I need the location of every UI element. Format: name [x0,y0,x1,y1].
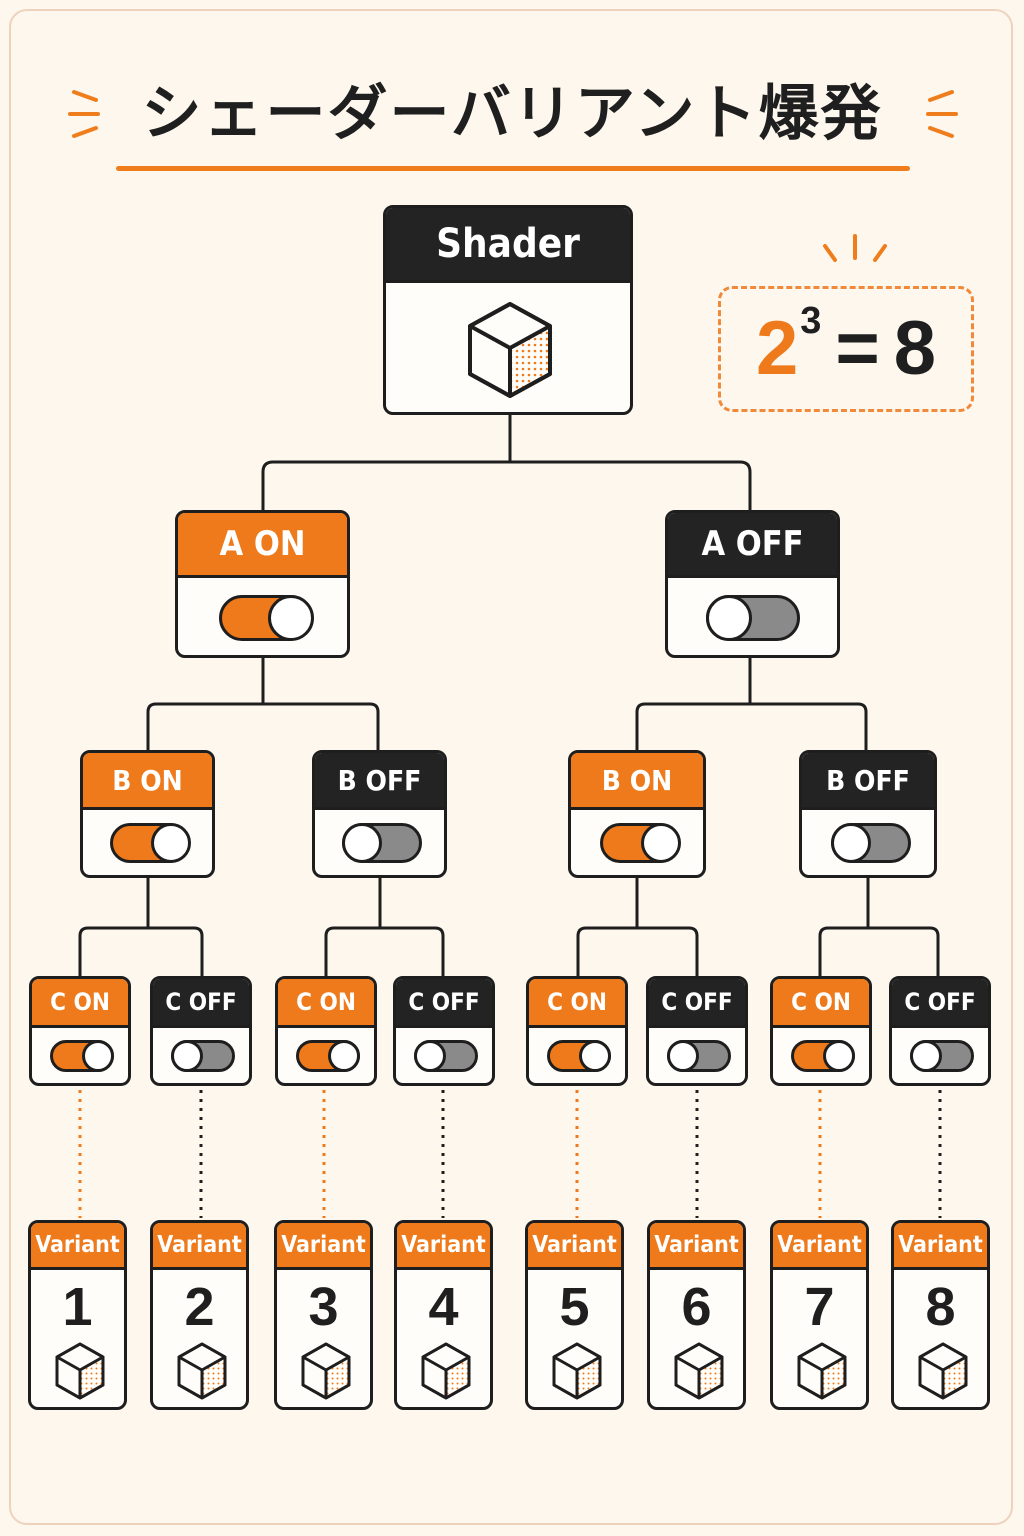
node-c-on: C ON [29,976,131,1086]
toggle-switch-on[interactable] [219,595,314,641]
node-label: B OFF [802,753,934,807]
connector-b2 [324,926,445,977]
shader-root-node: Shader [383,205,633,415]
variant-card-4: Variant 4 [394,1220,493,1410]
formula-equals: = [835,306,880,391]
toggle-switch-off[interactable] [414,1040,478,1072]
node-b-off: B OFF [799,750,937,878]
toggle-switch-on[interactable] [791,1040,855,1072]
connector-a-off [635,702,868,751]
node-c-off: C OFF [150,976,252,1086]
variant-card-2: Variant 2 [150,1220,249,1410]
cube-icon [674,1342,724,1400]
cube-icon [918,1342,968,1400]
toggle-switch-off[interactable] [667,1040,731,1072]
node-label: C OFF [892,979,988,1025]
cube-icon [797,1342,847,1400]
node-label: B ON [83,753,212,807]
cube-icon [468,302,552,398]
node-b-off: B OFF [312,750,447,878]
variant-label: Variant [528,1223,621,1267]
page-frame [9,9,1013,1525]
node-label: C ON [278,979,374,1025]
shader-label: Shader [386,208,630,280]
variant-card-5: Variant 5 [525,1220,624,1410]
formula-base: 2 [755,306,799,391]
variant-number: 1 [62,1277,93,1337]
variant-label: Variant [894,1223,987,1267]
variant-label: Variant [650,1223,743,1267]
page-title: シェーダーバリアント爆発 [141,79,883,149]
node-b-on: B ON [568,750,706,878]
toggle-switch-off[interactable] [342,823,422,863]
node-c-on: C ON [770,976,872,1086]
variant-number: 7 [804,1277,835,1337]
toggle-switch-on[interactable] [50,1040,114,1072]
node-label: C OFF [649,979,745,1025]
variant-card-7: Variant 7 [770,1220,869,1410]
variant-number: 5 [559,1277,590,1337]
connector-a-on [146,702,380,751]
node-label: C OFF [396,979,492,1025]
variant-label: Variant [153,1223,246,1267]
node-label: B OFF [315,753,444,807]
node-label: C ON [529,979,625,1025]
toggle-switch-off[interactable] [706,595,800,641]
variant-card-3: Variant 3 [274,1220,373,1410]
variant-number: 2 [184,1277,215,1337]
node-label: C ON [773,979,869,1025]
variant-number: 3 [308,1277,339,1337]
variant-count-formula: 2 3 = 8 [718,286,974,412]
formula-exponent: 3 [800,299,822,342]
toggle-switch-off[interactable] [831,823,911,863]
cube-icon [552,1342,602,1400]
node-c-on: C ON [526,976,628,1086]
right-burst-icon [926,90,958,138]
node-label: C ON [32,979,128,1025]
node-a-off: A OFF [665,510,840,658]
toggle-switch-on[interactable] [600,823,681,863]
toggle-switch-off[interactable] [910,1040,974,1072]
formula-result: 8 [893,306,937,391]
node-c-off: C OFF [393,976,495,1086]
variant-label: Variant [31,1223,124,1267]
cube-icon [421,1342,471,1400]
node-label: B ON [571,753,703,807]
variant-label: Variant [773,1223,866,1267]
toggle-switch-on[interactable] [547,1040,611,1072]
variant-card-6: Variant 6 [647,1220,746,1410]
cube-icon [177,1342,227,1400]
formula-burst-icon [823,234,887,262]
node-b-on: B ON [80,750,215,878]
cube-icon [55,1342,105,1400]
toggle-switch-on[interactable] [296,1040,360,1072]
node-c-off: C OFF [646,976,748,1086]
cube-icon [301,1342,351,1400]
variant-label: Variant [277,1223,370,1267]
variant-card-8: Variant 8 [891,1220,990,1410]
variant-card-1: Variant 1 [28,1220,127,1410]
node-label: A OFF [668,513,837,575]
variant-number: 4 [428,1277,459,1337]
node-a-on: A ON [175,510,350,658]
variant-label: Variant [397,1223,490,1267]
node-label: A ON [178,513,347,575]
node-label: C OFF [153,979,249,1025]
connector-b1 [78,926,204,977]
node-c-on: C ON [275,976,377,1086]
node-c-off: C OFF [889,976,991,1086]
toggle-switch-off[interactable] [171,1040,235,1072]
connector-b3 [576,926,699,977]
left-burst-icon [68,90,100,138]
connector-root [261,460,752,511]
variant-number: 8 [925,1277,956,1337]
title-underline [116,166,910,171]
connector-b4 [818,926,940,977]
variant-number: 6 [681,1277,712,1337]
toggle-switch-on[interactable] [110,823,191,863]
